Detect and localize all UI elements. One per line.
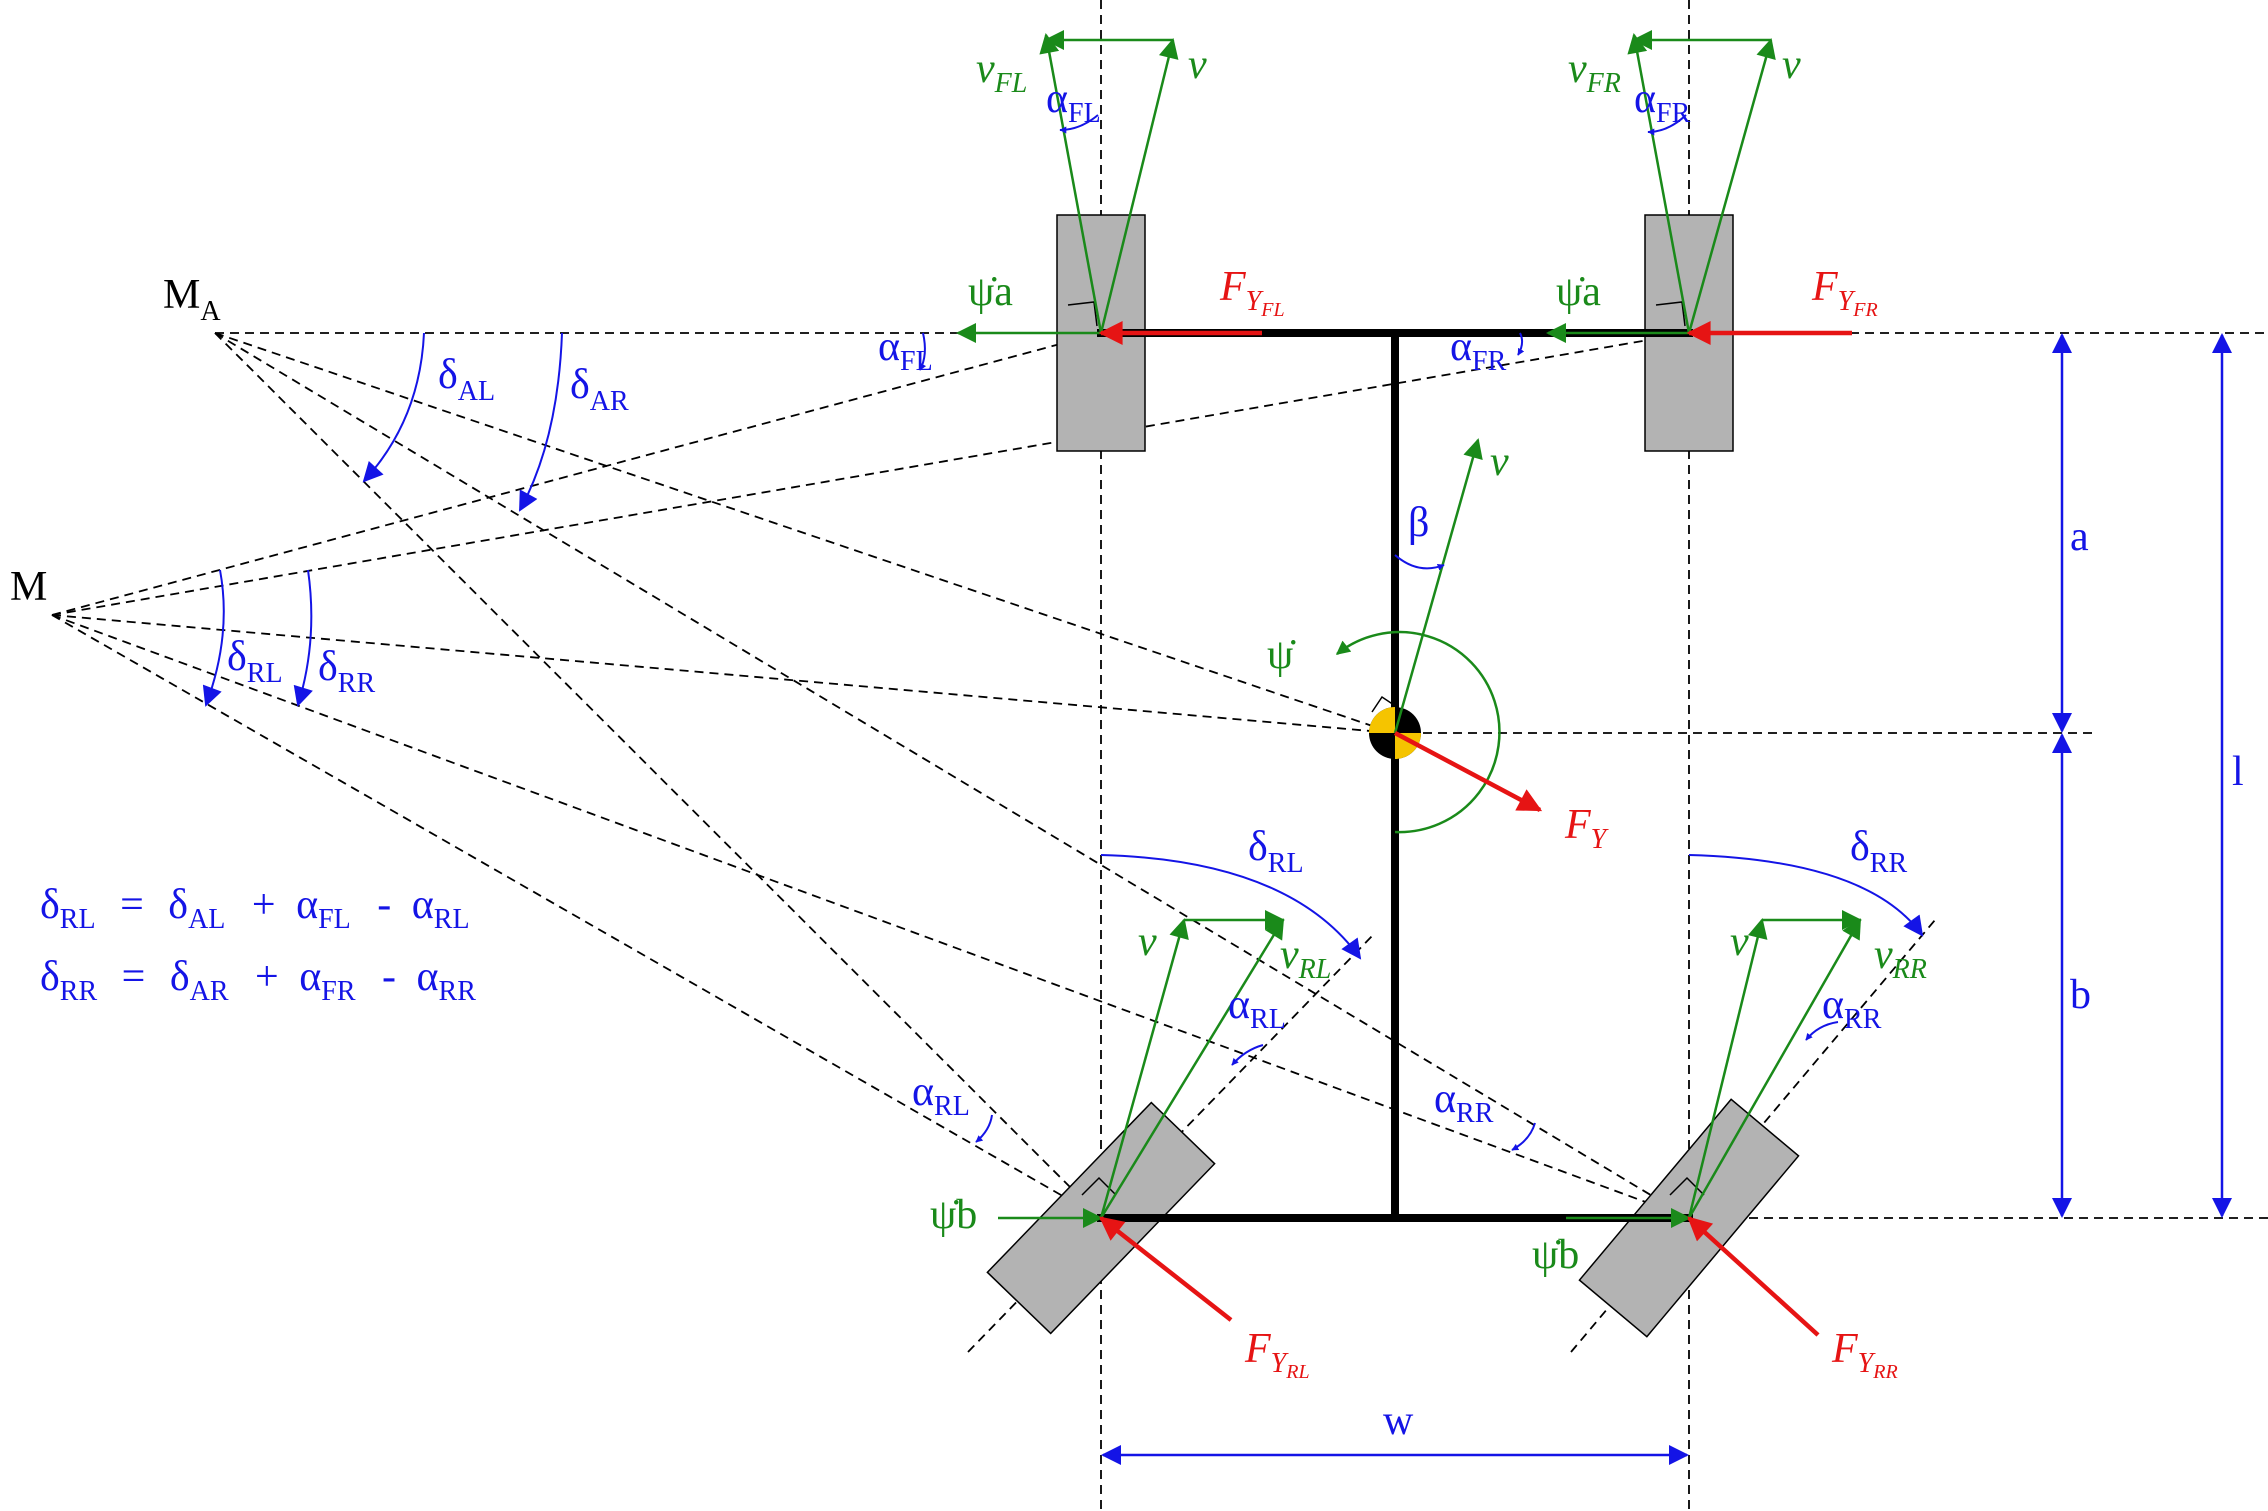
velocity-vectors [956,30,1862,1228]
arc-alpha-rl-lower [975,1114,993,1143]
arc-alpha-rr-upper [1805,1021,1839,1041]
label-psi-dot-b-rr: ψ̇b [1532,1232,1579,1278]
label-fy-rl: FYRL [1244,1326,1310,1383]
label-delta-rl-left: δRL [227,634,283,689]
label-alpha-fr-lower: αFR [1450,324,1507,377]
label-psi-dot-b-rl: ψ̇b [930,1192,977,1238]
label-m-a: MA [163,272,221,327]
label-dimension-w: w [1383,1398,1414,1444]
label-dimension-a: a [2070,514,2089,560]
force-fy-rl [1099,1216,1233,1322]
arrow-v-rr [1687,918,1862,1219]
label-fy-fr: FYFR [1811,264,1878,321]
arc-alpha-rl-upper [1231,1044,1264,1066]
label-delta-rr-wheel: δRR [1850,824,1907,879]
label-dimension-l: l [2232,749,2244,795]
m-to-front-right-line [51,332,1690,616]
right-angle-marker-fl [1067,301,1098,327]
arrow-v-rr-total [1687,918,1768,1219]
chassis [1097,329,1693,1222]
arrow-v-rl [1099,918,1285,1219]
label-psi-dot-a-fl: ψ̇a [968,269,1013,315]
label-fy-rr: FYRR [1831,1326,1898,1383]
arrow-v-fr-total [1687,38,1776,334]
arrow-v-fl [1039,33,1103,334]
label-v-rl: vRL [1280,932,1331,985]
arrow-v-rl-total [1099,918,1189,1219]
label-alpha-fl-lower: αFL [878,324,933,377]
label-m: M [10,564,47,610]
arc-delta-al [362,332,425,483]
construction-lines [51,0,2268,1511]
arc-delta-rl-left [202,569,225,707]
label-delta-ar: δAR [570,362,629,417]
lateral-forces [1098,321,1852,1337]
label-psi-dot: ψ̇ [1267,632,1296,678]
label-alpha-rr-upper: αRR [1822,982,1882,1035]
arrow-v-fl-total [1099,38,1179,334]
label-alpha-rl-upper: αRL [1228,982,1286,1035]
label-alpha-rr-lower: αRR [1434,1076,1494,1129]
label-v-fr: vFR [1568,46,1621,99]
label-v-fl: vFL [976,46,1027,99]
arc-alpha-fr-lower [1517,332,1525,356]
arc-delta-rr-left [293,569,313,707]
label-alpha-fl-upper: αFL [1046,76,1101,129]
ma-to-rear-left-line [214,332,1102,1219]
arc-alpha-rr-lower [1511,1122,1536,1151]
right-angle-markers [1067,301,1705,1196]
label-fy: FY [1564,802,1610,855]
equation-delta-rl: δRL = δAL + αFL - αRL [40,882,470,938]
label-dimension-b: b [2070,972,2091,1018]
label-v-cog: v [1490,439,1509,485]
m-to-front-left-line [51,332,1102,616]
label-alpha-rl-lower: αRL [912,1069,970,1122]
arc-beta [1394,554,1445,571]
label-beta: β [1408,500,1429,546]
right-angle-marker-fr [1655,301,1686,327]
ma-to-cog-line [214,332,1394,734]
m-to-rear-right-line [51,614,1690,1219]
label-delta-al: δAL [438,352,495,407]
arrow-v-fr [1627,33,1691,334]
label-psi-dot-a-fr: ψ̇a [1556,269,1601,315]
arc-delta-ar [519,332,563,512]
label-delta-rr-left: δRR [318,644,375,699]
arc-alpha-fl-lower [919,332,927,371]
yaw-rate-arc [1335,630,1501,834]
m-to-rear-left-line [51,614,1102,1219]
force-fy-cog [1393,731,1543,812]
right-angle-marker-cog [1371,695,1398,713]
label-v-rl-total: v [1138,919,1157,965]
right-angle-marker-rl [1081,1176,1117,1196]
equation-delta-rr: δRR = δAR + αFR - αRR [40,954,476,1010]
dimension-lines [1101,333,2232,1465]
arc-delta-rr-wheel [1688,854,1924,937]
force-fy-rr [1687,1216,1820,1337]
arrow-v-cog [1393,438,1483,734]
angle-arcs [202,114,1924,1151]
label-v-rr: vRR [1874,932,1927,985]
label-alpha-fr-upper: αFR [1634,76,1691,129]
label-v-fl-total: v [1188,42,1207,88]
arc-alpha-fr [1647,114,1687,136]
label-v-fr-total: v [1782,42,1801,88]
label-delta-rl-wheel: δRL [1248,824,1304,879]
arc-delta-rl-wheel [1100,854,1362,960]
label-v-rr-total: v [1730,919,1749,965]
right-angle-marker-rr [1669,1176,1705,1196]
label-fy-fl: FYFL [1219,264,1285,321]
ma-to-rear-right-line [214,332,1690,1219]
arc-alpha-fl [1059,114,1099,134]
